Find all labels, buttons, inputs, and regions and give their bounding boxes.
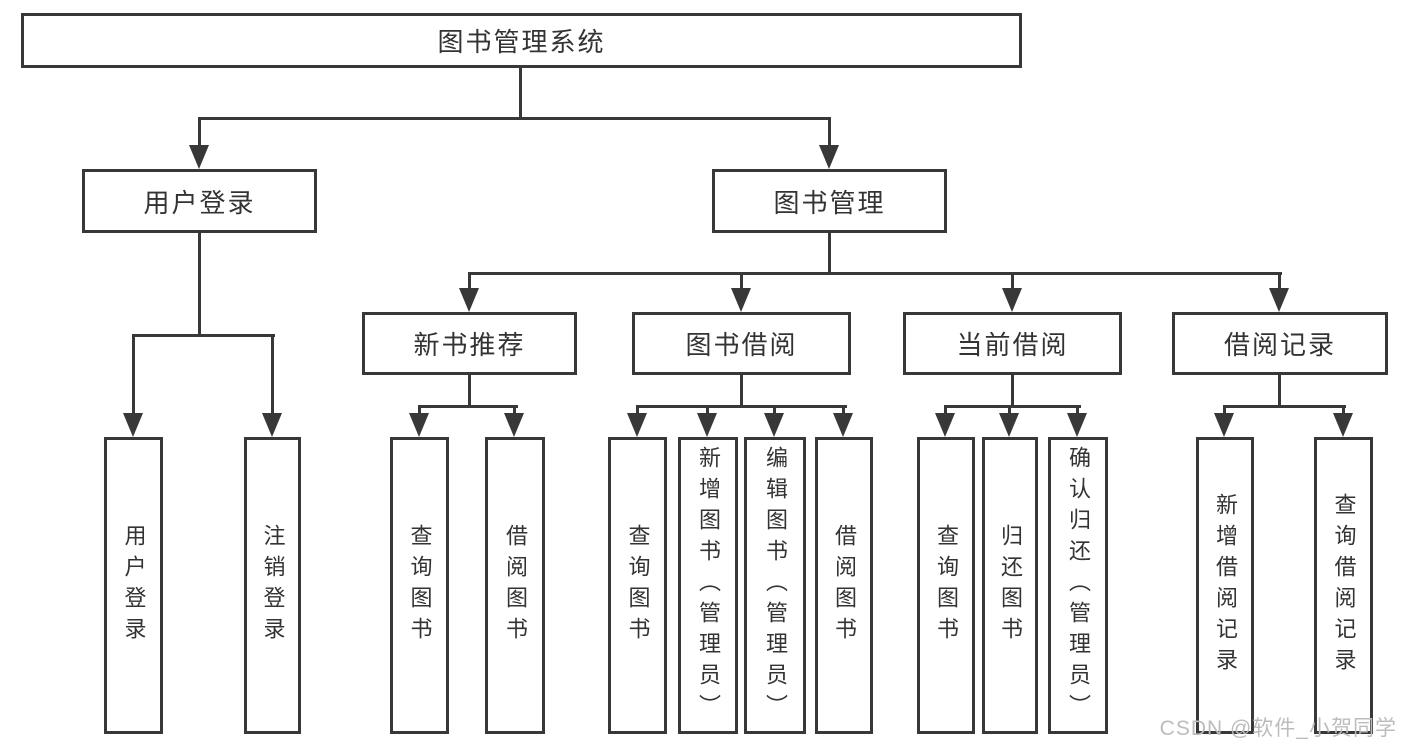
leaf-return-books: 归还图书 (982, 437, 1038, 734)
connector-book-management-stem (828, 233, 831, 275)
leaf-query-borrow-record: 查询借阅记录 (1314, 437, 1373, 734)
connector-arrow-shaft (418, 405, 421, 419)
leaf-confirm-return-admin: 确认归还（管理员） (1048, 437, 1108, 734)
leaf-edit-books-admin-label: 编辑图书（管理员） (763, 446, 788, 725)
connector-arrow-shaft (513, 405, 516, 419)
connector-arrow-shaft (1008, 405, 1011, 419)
connector-arrow-shaft (706, 405, 709, 419)
leaf-borrowing-query-books-label: 查询图书 (625, 523, 651, 648)
arrow-down-icon (627, 413, 647, 437)
connector-arrow-shaft (1076, 405, 1079, 419)
leaf-borrowing-borrow-books: 借阅图书 (815, 437, 873, 734)
connector-arrow-shaft (1278, 272, 1281, 292)
connector-arrow-shaft (828, 117, 831, 149)
leaf-query-borrow-record-label: 查询借阅记录 (1331, 492, 1357, 679)
arrow-down-icon (1067, 413, 1087, 437)
leaf-edit-books-admin: 编辑图书（管理员） (744, 437, 806, 734)
node-user-login-label: 用户登录 (143, 187, 256, 218)
arrow-down-icon (123, 413, 143, 437)
leaf-add-borrow-record-label: 新增借阅记录 (1213, 492, 1238, 679)
node-borrowing-records-label: 借阅记录 (1223, 330, 1336, 360)
connector-arrow-shaft (132, 334, 135, 415)
connector-arrow-shaft (1011, 272, 1014, 292)
connector-root-stem (519, 68, 522, 119)
arrow-down-icon (1269, 288, 1289, 312)
arrow-down-icon (999, 413, 1019, 437)
connector-arrow-shaft (636, 405, 639, 419)
connector-new-book-branch (418, 405, 518, 408)
arrow-down-icon (1333, 413, 1353, 437)
connector-new-book-stem (468, 375, 471, 408)
leaf-recommend-borrow-books-label: 借阅图书 (503, 523, 528, 648)
arrow-down-icon (935, 413, 955, 437)
connector-borrowing-records-stem (1278, 372, 1281, 408)
connector-arrow-shaft (198, 117, 201, 149)
arrow-down-icon (1002, 288, 1022, 312)
node-new-book-recommend: 新书推荐 (362, 312, 577, 375)
arrow-down-icon (819, 145, 839, 169)
connector-borrowing-records-branch (1223, 405, 1346, 408)
connector-arrow-shaft (842, 405, 845, 419)
arrow-down-icon (697, 413, 717, 437)
leaf-add-books-admin: 新增图书（管理员） (678, 437, 738, 734)
node-library-system: 图书管理系统 (21, 13, 1022, 68)
arrow-down-icon (459, 288, 479, 312)
leaf-user-login-label: 用户登录 (121, 523, 147, 648)
arrow-down-icon (1214, 413, 1234, 437)
connector-root-branch (198, 117, 831, 120)
node-book-management-label: 图书管理 (773, 187, 886, 218)
arrow-down-icon (731, 288, 751, 312)
leaf-return-books-label: 归还图书 (998, 523, 1023, 648)
leaf-add-borrow-record: 新增借阅记录 (1196, 437, 1254, 734)
leaf-current-query-books-label: 查询图书 (934, 523, 959, 648)
connector-user-login-branch (132, 334, 275, 337)
connector-book-borrowing-branch (636, 405, 847, 408)
connector-arrow-shaft (944, 405, 947, 419)
leaf-recommend-borrow-books: 借阅图书 (485, 437, 545, 734)
connector-arrow-shaft (740, 272, 743, 292)
arrow-down-icon (504, 413, 524, 437)
connector-arrow-shaft (1223, 405, 1226, 419)
leaf-logout: 注销登录 (244, 437, 301, 734)
node-user-login: 用户登录 (82, 169, 317, 233)
connector-arrow-shaft (468, 272, 471, 292)
leaf-borrowing-query-books: 查询图书 (608, 437, 667, 734)
connector-arrow-shaft (271, 334, 274, 415)
node-current-borrowing-label: 当前借阅 (956, 330, 1069, 360)
arrow-down-icon (189, 145, 209, 169)
node-book-management: 图书管理 (712, 169, 947, 233)
node-book-borrowing: 图书借阅 (632, 312, 851, 375)
connector-book-management-branch (468, 272, 1282, 275)
arrow-down-icon (833, 413, 853, 437)
leaf-logout-label: 注销登录 (260, 523, 286, 648)
connector-user-login-stem (198, 233, 201, 337)
node-current-borrowing: 当前借阅 (903, 312, 1122, 375)
leaf-user-login: 用户登录 (104, 437, 163, 734)
node-borrowing-records: 借阅记录 (1172, 312, 1388, 375)
connector-book-borrowing-stem (740, 373, 743, 408)
leaf-borrowing-borrow-books-label: 借阅图书 (832, 523, 857, 648)
watermark: CSDN @软件_小贺同学 (1159, 717, 1397, 740)
arrow-down-icon (262, 413, 282, 437)
node-book-borrowing-label: 图书借阅 (685, 330, 798, 360)
connector-arrow-shaft (1342, 405, 1345, 419)
leaf-add-books-admin-label: 新增图书（管理员） (696, 446, 721, 725)
arrow-down-icon (764, 413, 784, 437)
connector-arrow-shaft (773, 405, 776, 419)
leaf-confirm-return-admin-label: 确认归还（管理员） (1066, 446, 1091, 725)
node-library-system-label: 图书管理系统 (437, 27, 606, 57)
arrow-down-icon (409, 413, 429, 437)
leaf-current-query-books: 查询图书 (917, 437, 975, 734)
leaf-recommend-query-books-label: 查询图书 (407, 523, 433, 648)
leaf-recommend-query-books: 查询图书 (390, 437, 449, 734)
connector-current-borrowing-branch (944, 405, 1081, 408)
connector-current-borrowing-stem (1011, 373, 1014, 408)
node-new-book-recommend-label: 新书推荐 (413, 330, 526, 360)
